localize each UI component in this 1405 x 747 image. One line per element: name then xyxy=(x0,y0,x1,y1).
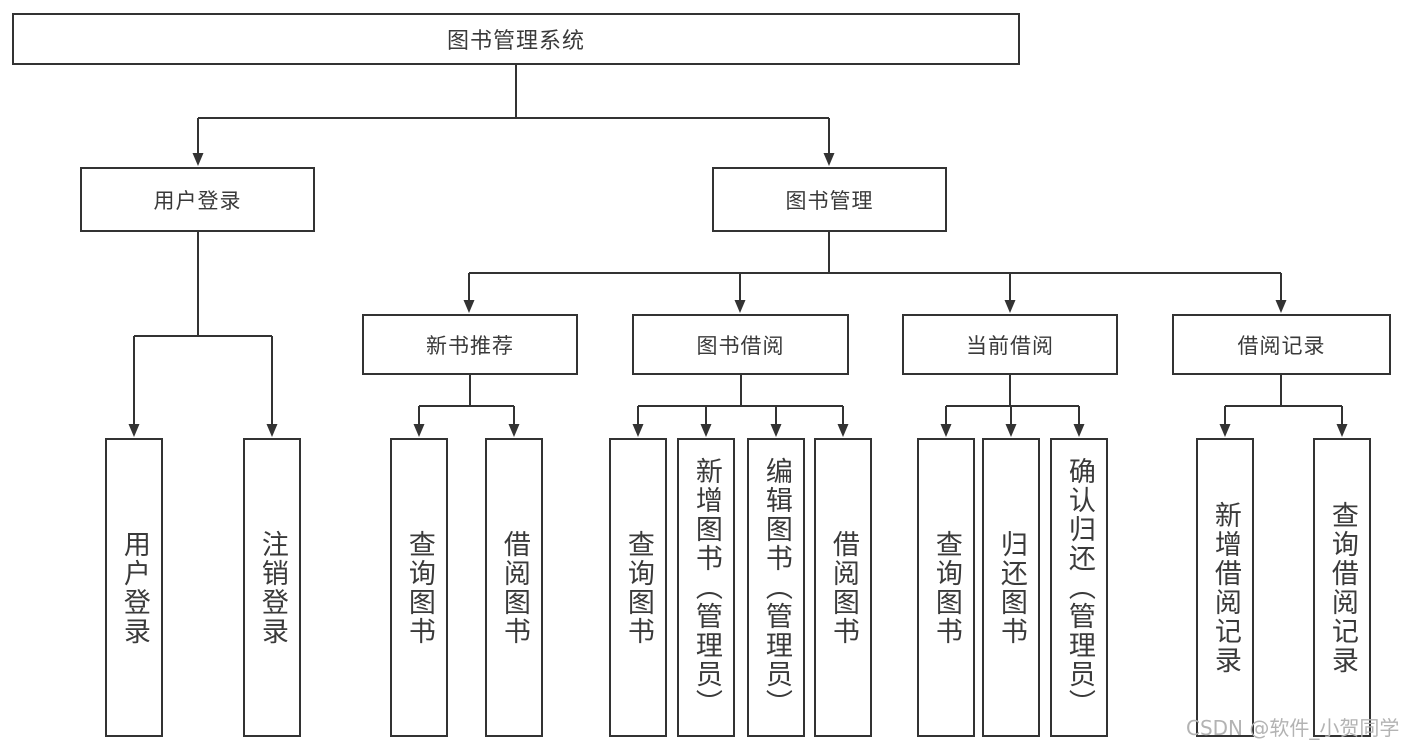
leaf-logout-label: 注销登录 xyxy=(256,529,288,646)
leaf-borrow-books: 借阅图书 xyxy=(814,438,872,737)
node-book-borrowing-label: 图书借阅 xyxy=(696,333,785,358)
leaf-query-books-recommend-label: 查询图书 xyxy=(403,529,435,646)
leaf-confirm-return-admin-label: 确认归还（管理员） xyxy=(1063,457,1095,718)
leaf-add-books-admin-label: 新增图书（管理员） xyxy=(690,457,722,718)
leaf-logout: 注销登录 xyxy=(243,438,301,737)
node-borrow-records-label: 借阅记录 xyxy=(1237,333,1326,358)
leaf-query-borrow-record: 查询借阅记录 xyxy=(1313,438,1371,737)
leaf-add-borrow-record-label: 新增借阅记录 xyxy=(1209,500,1241,675)
leaf-borrow-books-recommend: 借阅图书 xyxy=(485,438,543,737)
csdn-watermark: CSDN @软件_小贺同学 xyxy=(1186,716,1400,740)
node-new-book-recommend: 新书推荐 xyxy=(362,314,578,375)
leaf-return-books: 归还图书 xyxy=(982,438,1040,737)
node-current-borrowing-label: 当前借阅 xyxy=(966,333,1054,358)
node-book-management: 图书管理 xyxy=(712,167,947,232)
leaf-user-login: 用户登录 xyxy=(105,438,163,737)
node-user-login: 用户登录 xyxy=(80,167,315,232)
node-book-borrowing: 图书借阅 xyxy=(632,314,849,375)
leaf-add-borrow-record: 新增借阅记录 xyxy=(1196,438,1254,737)
leaf-edit-books-admin-label: 编辑图书（管理员） xyxy=(760,457,792,718)
node-library-system: 图书管理系统 xyxy=(12,13,1020,65)
leaf-borrow-books-label: 借阅图书 xyxy=(827,529,859,646)
leaf-return-books-label: 归还图书 xyxy=(995,529,1027,646)
leaf-add-books-admin: 新增图书（管理员） xyxy=(677,438,735,737)
node-user-login-label: 用户登录 xyxy=(153,188,242,213)
leaf-query-books-current: 查询图书 xyxy=(917,438,975,737)
node-current-borrowing: 当前借阅 xyxy=(902,314,1118,375)
leaf-confirm-return-admin: 确认归还（管理员） xyxy=(1050,438,1108,737)
leaf-query-books-recommend: 查询图书 xyxy=(390,438,448,737)
leaf-user-login-label: 用户登录 xyxy=(118,529,150,646)
node-borrow-records: 借阅记录 xyxy=(1172,314,1391,375)
leaf-edit-books-admin: 编辑图书（管理员） xyxy=(747,438,805,737)
leaf-query-borrow-record-label: 查询借阅记录 xyxy=(1326,500,1358,675)
leaf-query-books-borrowing-label: 查询图书 xyxy=(622,529,654,646)
node-library-system-label: 图书管理系统 xyxy=(446,29,585,54)
node-new-book-recommend-label: 新书推荐 xyxy=(426,333,514,358)
leaf-query-books-current-label: 查询图书 xyxy=(930,529,962,646)
node-book-management-label: 图书管理 xyxy=(785,188,874,213)
leaf-query-books-borrowing: 查询图书 xyxy=(609,438,667,737)
leaf-borrow-books-recommend-label: 借阅图书 xyxy=(498,529,530,646)
